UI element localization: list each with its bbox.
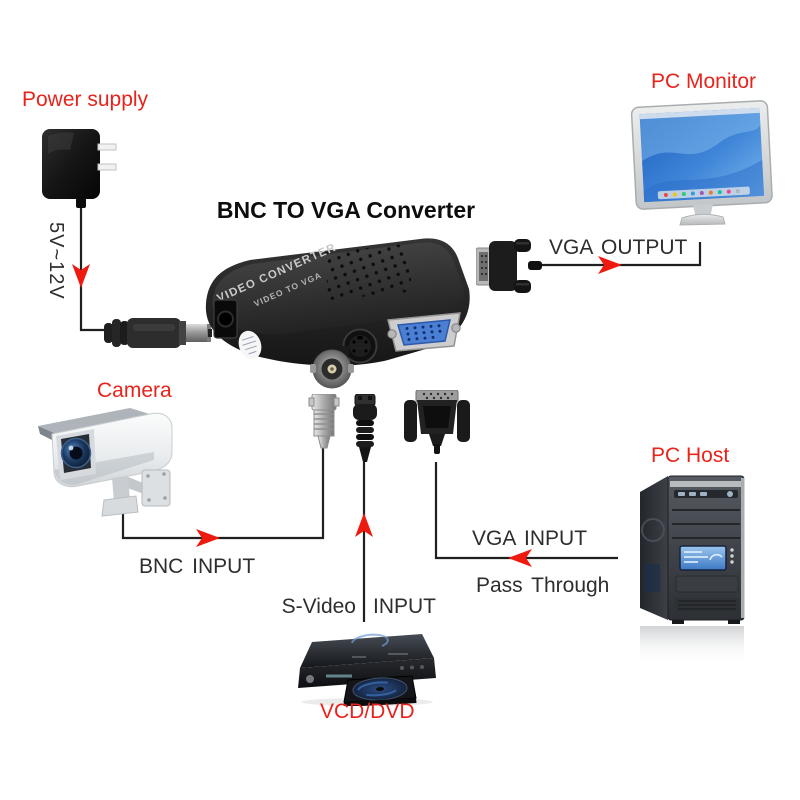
power-adapter-illustration (42, 129, 117, 208)
s-video-port (342, 328, 378, 364)
power-cable-line (72, 205, 106, 332)
pc-monitor-illustration (630, 100, 773, 226)
bnc-port (310, 346, 354, 389)
pc-host-illustration (640, 475, 745, 666)
bnc-connector-illustration (308, 394, 340, 449)
page-title: BNC TO VGA Converter (216, 197, 476, 223)
voltage-label: 5V~12V (45, 222, 67, 300)
converter-illustration: VIDEO CONVERTER VIDEO TO VGA (205, 238, 470, 389)
arrow-up-icon (355, 513, 373, 537)
arrow-right-icon (196, 529, 220, 547)
s-video-connector-illustration (353, 394, 377, 462)
camera-illustration (38, 408, 173, 517)
pass-through-label: Pass Through (476, 574, 610, 597)
input-label: INPUT (373, 595, 436, 618)
dc-plug-illustration (104, 318, 212, 348)
s-video-line (355, 462, 373, 622)
vga-output-label: VGA OUTPUT (549, 236, 688, 259)
arrow-left-icon (508, 549, 532, 567)
vga-input-line (434, 462, 618, 567)
vcd-dvd-illustration (298, 633, 436, 706)
vcd-dvd-label: VCD/DVD (320, 700, 415, 723)
power-supply-label: Power supply (22, 88, 149, 111)
bnc-input-label: BNC INPUT (139, 555, 256, 578)
vga-input-connector-illustration (404, 390, 470, 454)
sticker (238, 330, 262, 360)
vga-port (387, 312, 461, 352)
camera-label: Camera (97, 379, 172, 402)
dc-jack-port (213, 299, 238, 339)
arrow-down-icon (72, 264, 90, 288)
s-video-label: S-Video (281, 595, 356, 618)
vga-input-label: VGA INPUT (472, 527, 588, 550)
vga-output-connector-illustration (476, 239, 542, 293)
pc-host-label: PC Host (651, 444, 730, 467)
pc-monitor-label: PC Monitor (651, 70, 757, 93)
